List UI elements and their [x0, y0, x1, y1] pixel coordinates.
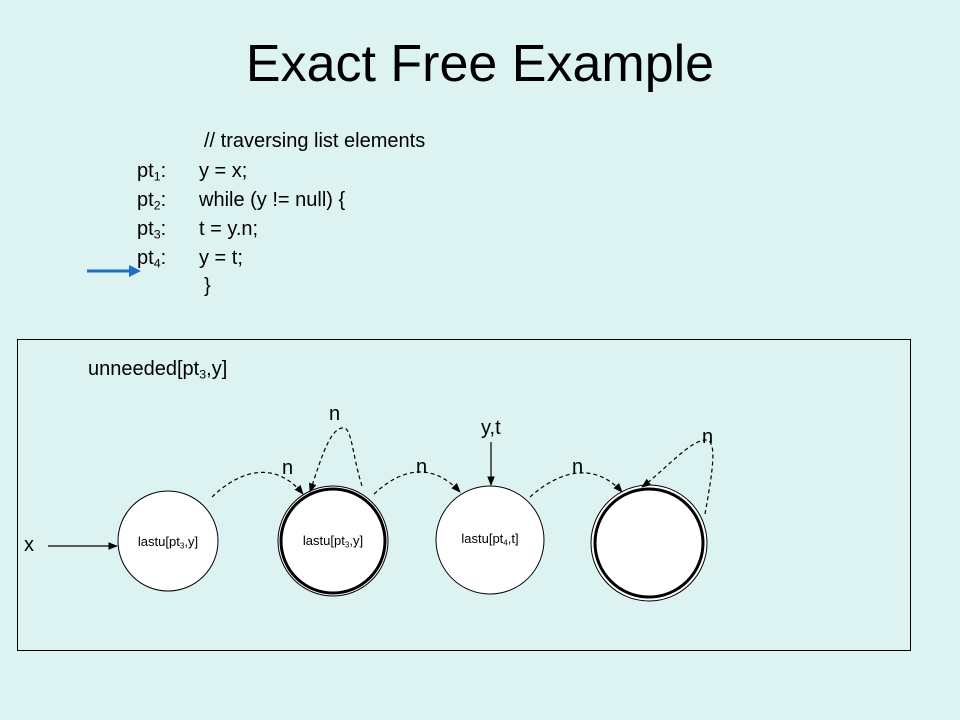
edge-label-n-node2-self: n — [329, 403, 341, 425]
edge-n-node4-self — [641, 439, 714, 515]
diagram-panel — [17, 339, 911, 651]
code-label-pt1: pt1: — [137, 160, 167, 184]
heap-node-1 — [117, 490, 219, 592]
edge-n-node1-node2 — [211, 471, 304, 498]
heap-node-4-inner-ring — [593, 487, 705, 599]
right-arrow-icon — [87, 265, 141, 277]
node-1-label: lastu[pt3,y] — [137, 534, 199, 551]
edge-label-n-node4-self: n — [702, 426, 714, 448]
node-3-label: lastu[pt4,t] — [461, 531, 519, 548]
edge-n-node2-node3 — [373, 471, 461, 495]
code-statement-pt1: y = x; — [199, 160, 248, 182]
edge-label-n-node2-node3: n — [416, 456, 428, 478]
edge-label-n-node3-node4: n — [572, 456, 584, 478]
slide-title: Exact Free Example — [245, 35, 715, 93]
edge-label-n-node1-node2: n — [282, 457, 294, 479]
heap-node-2 — [277, 485, 389, 597]
code-statement-pt3: t = y.n; — [199, 218, 259, 240]
edge-n-node2-self — [309, 427, 363, 493]
diagram-panel-title: unneeded[pt3,y] — [88, 358, 228, 382]
code-label-pt2: pt2: — [137, 189, 167, 213]
heap-node-3 — [435, 485, 545, 595]
edge-n-node3-node4 — [529, 472, 623, 498]
code-label-pt4: pt4: — [137, 247, 167, 271]
heap-node-2-inner-ring — [279, 487, 387, 595]
yt-pointer-label: y,t — [481, 417, 501, 439]
node-2-label: lastu[pt3,y] — [302, 533, 364, 550]
code-label-pt3: pt3: — [137, 218, 167, 242]
code-statement-pt4: y = t; — [199, 247, 243, 269]
heap-node-4 — [590, 484, 708, 602]
code-statement-pt2: while (y != null) { — [199, 189, 346, 211]
x-variable-label: x — [24, 534, 34, 556]
code-comment: // traversing list elements — [204, 130, 426, 152]
code-closing-brace: } — [204, 275, 211, 297]
